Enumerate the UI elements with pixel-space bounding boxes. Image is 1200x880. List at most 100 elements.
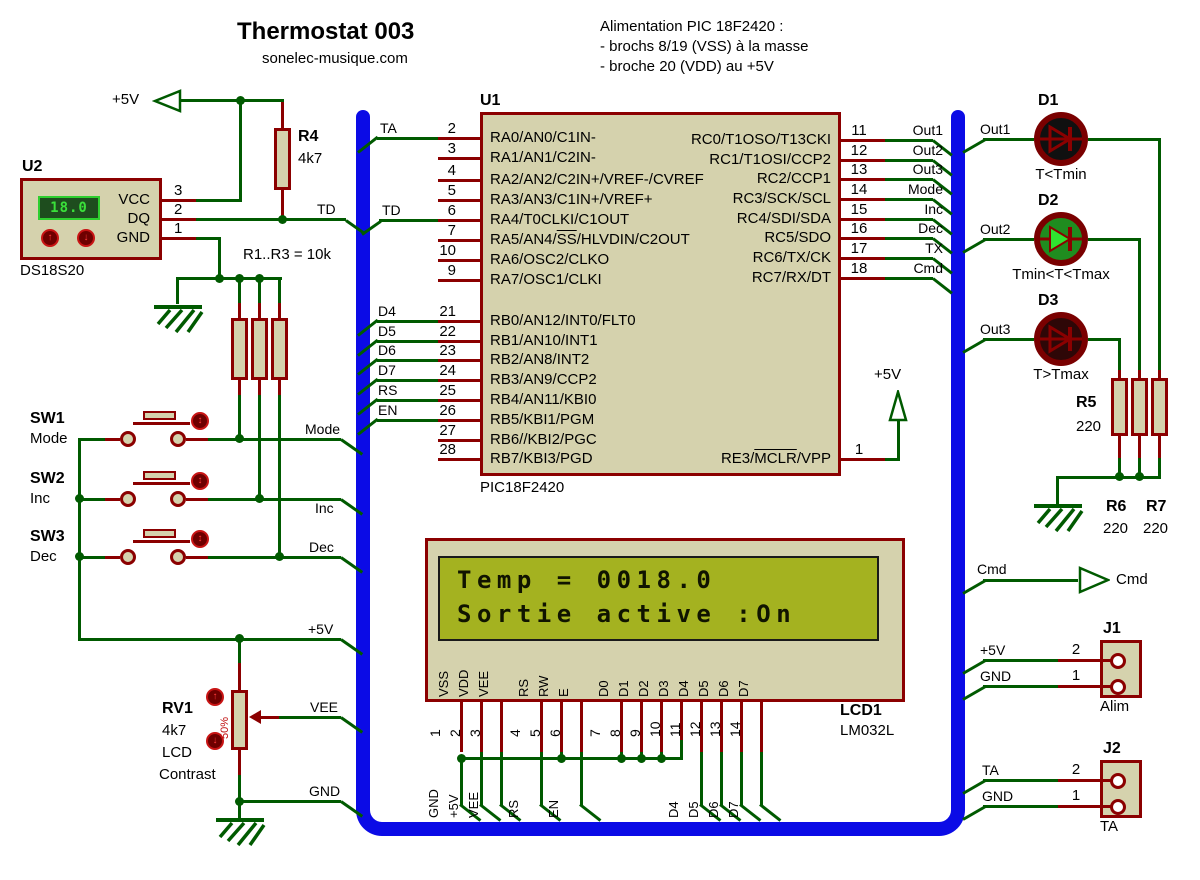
pin-number: 24 <box>439 362 456 379</box>
sw2-actuator[interactable] <box>143 471 176 480</box>
lcd-pin-number: 12 <box>687 721 703 737</box>
wire-segment <box>540 752 543 805</box>
wire-segment <box>208 438 241 441</box>
sw3-actuator[interactable] <box>143 529 176 538</box>
pin-number: 21 <box>439 303 456 320</box>
r7-ref: R7 <box>1146 498 1167 515</box>
net-label-en: EN <box>378 402 398 418</box>
pin-stub <box>760 702 763 752</box>
pin-stub <box>438 359 480 362</box>
pin-stub <box>238 750 241 775</box>
u1-pin-rb1: RB1/AN10/INT1 <box>490 332 598 349</box>
wire-segment <box>500 752 503 805</box>
pin-stub <box>238 303 241 318</box>
rv1-down-button[interactable]: ↓ <box>206 732 224 750</box>
wire-segment <box>885 159 933 162</box>
lcd-pin-name: D3 <box>656 680 671 697</box>
wire-segment <box>983 779 1058 782</box>
wire-segment <box>377 399 438 402</box>
sw3-push-button[interactable]: ↕ <box>191 530 209 548</box>
sw1-func: Mode <box>30 430 68 447</box>
r7-resistor[interactable] <box>1151 378 1168 436</box>
pin-stub <box>438 137 480 140</box>
net-label-td: TD <box>382 202 401 218</box>
lcd-pin-name: RW <box>536 675 551 697</box>
d1-led[interactable] <box>1034 112 1088 166</box>
wire-segment <box>78 638 341 641</box>
lcd-pin-name: VSS <box>436 670 451 697</box>
wire-segment <box>1056 476 1059 504</box>
lcd-pin-name: D0 <box>596 680 611 697</box>
net-label-j1-5v: +5V <box>980 642 1006 658</box>
r5-resistor[interactable] <box>1111 378 1128 436</box>
d1-ref: D1 <box>1038 92 1059 109</box>
pin-stub <box>460 702 463 752</box>
pin-stub <box>238 663 241 690</box>
lcd-pin-number: 3 <box>467 729 483 737</box>
wire-segment <box>241 800 341 803</box>
re3-supply-label: +5V <box>874 366 902 383</box>
u1-pin-ra3: RA3/AN3/C1IN+/VREF+ <box>490 191 653 208</box>
junction-dot <box>235 274 244 283</box>
j1-ref: J1 <box>1103 620 1121 637</box>
r3-resistor[interactable] <box>271 318 288 380</box>
sw2-contact <box>120 491 136 507</box>
sw2-push-button[interactable]: ↕ <box>191 472 209 490</box>
wire-segment <box>1118 458 1121 479</box>
junction-dot <box>1135 472 1144 481</box>
pin-number: 9 <box>447 262 456 279</box>
sw1-push-button[interactable]: ↕ <box>191 412 209 430</box>
u2-temp-up-button[interactable]: ↑ <box>41 229 59 247</box>
pin-stub <box>258 380 261 395</box>
rv1-up-button[interactable]: ↑ <box>206 688 224 706</box>
wire-segment <box>279 716 341 719</box>
pin-number: 1 <box>1071 667 1081 684</box>
wire-segment <box>885 198 933 201</box>
r2-resistor[interactable] <box>251 318 268 380</box>
cmd-arrow-icon <box>1078 566 1110 594</box>
lcd-pin-name: VDD <box>456 669 471 697</box>
junction-dot <box>557 754 566 763</box>
net-label-dec-left: Dec <box>309 539 334 555</box>
u1-pin-rb7: RB7/KBI3/PGD <box>490 450 593 467</box>
drop-label-d6: D6 <box>706 801 721 818</box>
wire-bus[interactable] <box>356 118 965 836</box>
r4-resistor[interactable] <box>274 128 291 190</box>
wire-segment <box>700 752 703 805</box>
r6-resistor[interactable] <box>1131 378 1148 436</box>
lcd-pin-number: 4 <box>507 729 523 737</box>
lcd-pin-name: D6 <box>716 680 731 697</box>
lcd-pin-name: D7 <box>736 680 751 697</box>
u1-pin-rc5: RC5/SDO <box>764 229 831 246</box>
pin-number: 4 <box>447 162 456 179</box>
u1-pic18f2420-body[interactable] <box>480 112 841 476</box>
pin-stub <box>1138 436 1141 458</box>
net-label-d7: D7 <box>378 362 396 378</box>
rv1-potentiometer[interactable] <box>231 690 248 750</box>
u1-pin-rc4: RC4/SDI/SDA <box>736 210 831 227</box>
pin-stub <box>720 702 723 752</box>
u2-temp-down-button[interactable]: ↓ <box>77 229 95 247</box>
junction-dot <box>275 552 284 561</box>
pin-stub <box>186 556 208 559</box>
pin-stub <box>438 320 480 323</box>
pin-stub <box>438 259 480 262</box>
pin-stub <box>1058 805 1113 808</box>
j1-connector[interactable] <box>1100 640 1142 698</box>
wire-segment <box>81 438 105 441</box>
pin-stub <box>841 458 885 461</box>
r6-value: 220 <box>1103 520 1129 537</box>
net-label-td-left: TD <box>317 201 336 217</box>
u1-pin-ra2: RA2/AN2/C2IN+/VREF-/CVREF <box>490 171 704 188</box>
u2-pin-dq: DQ <box>127 210 151 227</box>
pin-stub <box>438 379 480 382</box>
sw1-actuator[interactable] <box>143 411 176 420</box>
d2-led[interactable] <box>1034 212 1088 266</box>
wire-segment <box>460 757 683 760</box>
d3-led[interactable] <box>1034 312 1088 366</box>
pin-number: 26 <box>439 402 456 419</box>
r1-resistor[interactable] <box>231 318 248 380</box>
lcd-pin-name: D4 <box>676 680 691 697</box>
wire-segment <box>983 805 1058 808</box>
net-label-ta: TA <box>380 120 397 136</box>
